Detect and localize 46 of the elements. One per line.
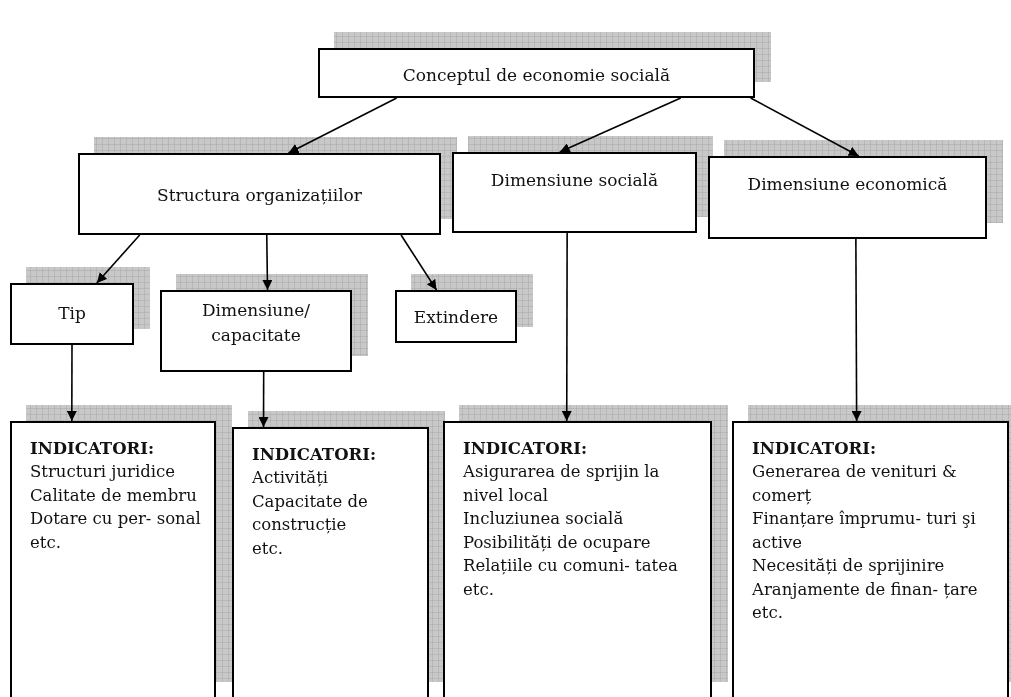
- indicator-item: Activități: [252, 467, 330, 490]
- indicator-item: Relațiile cu comuni- tatea etc.: [463, 555, 679, 601]
- box-heading: INDICATORI:: [463, 438, 589, 460]
- arrow: [400, 234, 438, 291]
- indicator-item: etc.: [252, 537, 284, 560]
- process-box: [318, 48, 755, 98]
- node-label: Dimensiune economică: [747, 173, 948, 196]
- indicator-item: Calitate de membru: [30, 484, 198, 507]
- arrow: [559, 97, 682, 153]
- node-label: Extindere: [413, 306, 499, 329]
- indicator-item: Generarea de venituri & comerț: [752, 461, 958, 507]
- node-label: Dimensiune socială: [490, 169, 659, 192]
- indicator-box: [732, 421, 1009, 697]
- arrow: [96, 234, 141, 284]
- indicator-item: Structuri juridice: [30, 461, 177, 484]
- arrow: [287, 97, 398, 154]
- box-heading: INDICATORI:: [752, 438, 878, 460]
- arrow: [66, 344, 77, 422]
- process-box: [160, 290, 352, 372]
- node-label: Conceptul de economie socială: [402, 64, 671, 87]
- indicator-item: Aranjamente de finan- țare etc.: [752, 578, 979, 624]
- arrow: [561, 232, 572, 422]
- indicator-item: Finanțare împrumu- turi şi active: [752, 508, 977, 554]
- indicator-item: Necesități de sprijinire: [752, 555, 946, 578]
- indicator-item: Asigurarea de sprijin la nivel local: [463, 461, 661, 507]
- process-box: [708, 156, 987, 239]
- arrow: [851, 238, 862, 422]
- process-box: [10, 283, 134, 345]
- indicator-item: Dotare cu per- sonal: [30, 508, 202, 531]
- process-box: [78, 153, 441, 235]
- process-box: [395, 290, 517, 343]
- box-heading: INDICATORI:: [252, 444, 378, 466]
- node-label: Dimensiune/ capacitate: [200, 299, 311, 347]
- node-label: Structura organizațiilor: [157, 184, 362, 207]
- indicator-box: [10, 421, 216, 697]
- node-label: Tip: [58, 302, 86, 325]
- indicator-box: [232, 427, 429, 697]
- process-box: [452, 152, 697, 233]
- indicator-item: Incluziunea socială: [463, 508, 625, 531]
- indicator-box: [443, 421, 712, 697]
- arrow: [258, 371, 269, 428]
- indicator-item: etc.: [30, 531, 62, 554]
- indicator-item: Posibilități de ocupare: [463, 531, 652, 554]
- arrow: [749, 97, 860, 157]
- arrow: [262, 234, 273, 291]
- box-heading: INDICATORI:: [30, 438, 156, 460]
